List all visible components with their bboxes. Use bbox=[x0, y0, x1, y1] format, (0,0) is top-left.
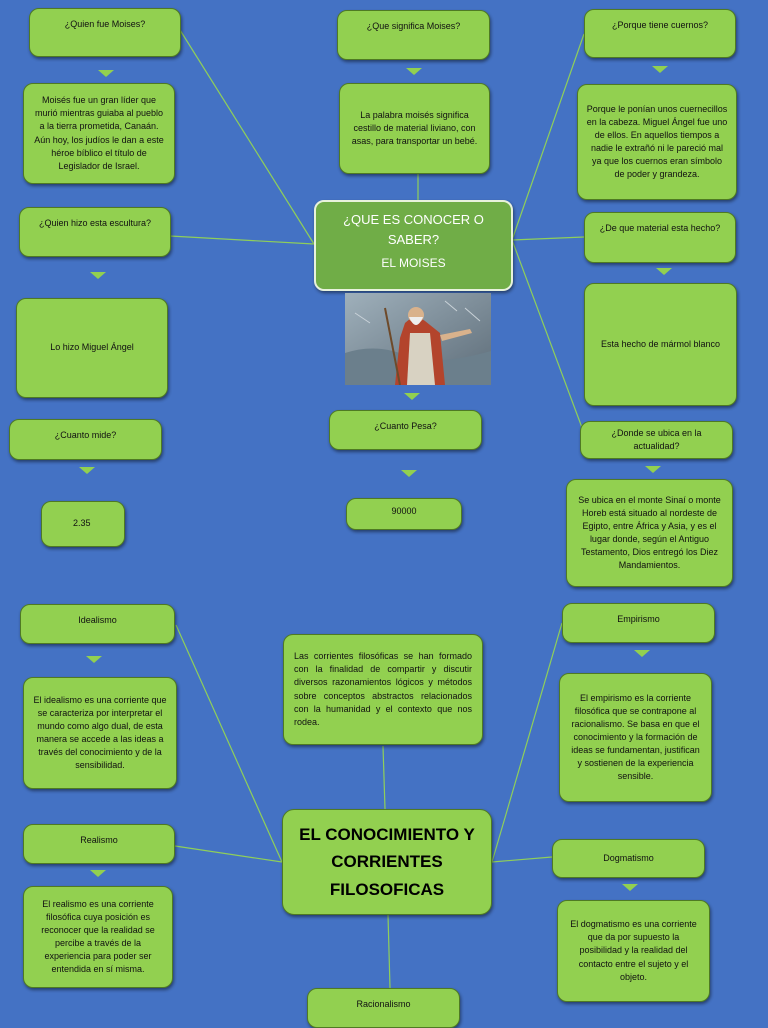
desc-realismo: El realismo es una corriente filosófica … bbox=[23, 886, 173, 988]
question-de-que-material: ¿De que material esta hecho? bbox=[584, 212, 736, 263]
arrow-down-icon bbox=[404, 393, 420, 400]
question-quien-hizo-escultura: ¿Quien hizo esta escultura? bbox=[19, 207, 171, 257]
arrow-down-icon bbox=[645, 466, 661, 473]
desc-idealismo: El idealismo es una corriente que se car… bbox=[23, 677, 177, 789]
label-dogmatismo: Dogmatismo bbox=[552, 839, 705, 878]
question-cuanto-mide: ¿Cuanto mide? bbox=[9, 419, 162, 460]
moses-image bbox=[345, 293, 491, 385]
answer-porque-tiene-cuernos: Porque le ponían unos cuernecillos en la… bbox=[577, 84, 737, 200]
answer-quien-fue-moises: Moisés fue un gran líder que murió mient… bbox=[23, 83, 175, 184]
arrow-down-icon bbox=[652, 66, 668, 73]
question-quien-fue-moises: ¿Quien fue Moises? bbox=[29, 8, 181, 57]
answer-quien-hizo-escultura: Lo hizo Miguel Ángel bbox=[16, 298, 168, 398]
desc-empirismo: El empirismo es la corriente filosófica … bbox=[559, 673, 712, 802]
question-cuanto-pesa: ¿Cuanto Pesa? bbox=[329, 410, 482, 450]
question-donde-se-ubica: ¿Donde se ubica en la actualidad? bbox=[580, 421, 733, 459]
arrow-down-icon bbox=[86, 656, 102, 663]
desc-dogmatismo: El dogmatismo es una corriente que da po… bbox=[557, 900, 710, 1002]
corrientes-intro: Las corrientes filosóficas se han formad… bbox=[283, 634, 483, 745]
arrow-down-icon bbox=[98, 70, 114, 77]
answer-cuanto-mide: 2.35 bbox=[41, 501, 125, 547]
answer-de-que-material: Esta hecho de mármol blanco bbox=[584, 283, 737, 406]
label-empirismo: Empirismo bbox=[562, 603, 715, 643]
arrow-down-icon bbox=[622, 884, 638, 891]
answer-que-significa-moises: La palabra moisés significa cestillo de … bbox=[339, 83, 490, 174]
question-que-significa-moises: ¿Que significa Moises? bbox=[337, 10, 490, 60]
arrow-down-icon bbox=[656, 268, 672, 275]
center-topic-moises: ¿QUE ES CONOCER O SABER? EL MOISES bbox=[314, 200, 513, 291]
arrow-down-icon bbox=[79, 467, 95, 474]
center-topic-subtitle: EL MOISES bbox=[381, 256, 446, 270]
arrow-down-icon bbox=[90, 272, 106, 279]
arrow-down-icon bbox=[401, 470, 417, 477]
center-topic-title: ¿QUE ES CONOCER O SABER? bbox=[343, 212, 484, 247]
answer-cuanto-pesa: 90000 bbox=[346, 498, 462, 530]
answer-donde-se-ubica: Se ubica en el monte Sinaí o monte Horeb… bbox=[566, 479, 733, 587]
label-realismo: Realismo bbox=[23, 824, 175, 864]
center-topic-conocimiento: EL CONOCIMIENTO Y CORRIENTES FILOSOFICAS bbox=[282, 809, 492, 915]
arrow-down-icon bbox=[406, 68, 422, 75]
question-porque-tiene-cuernos: ¿Porque tiene cuernos? bbox=[584, 9, 736, 58]
label-racionalismo: Racionalismo bbox=[307, 988, 460, 1028]
arrow-down-icon bbox=[90, 870, 106, 877]
arrow-down-icon bbox=[634, 650, 650, 657]
label-idealismo: Idealismo bbox=[20, 604, 175, 644]
